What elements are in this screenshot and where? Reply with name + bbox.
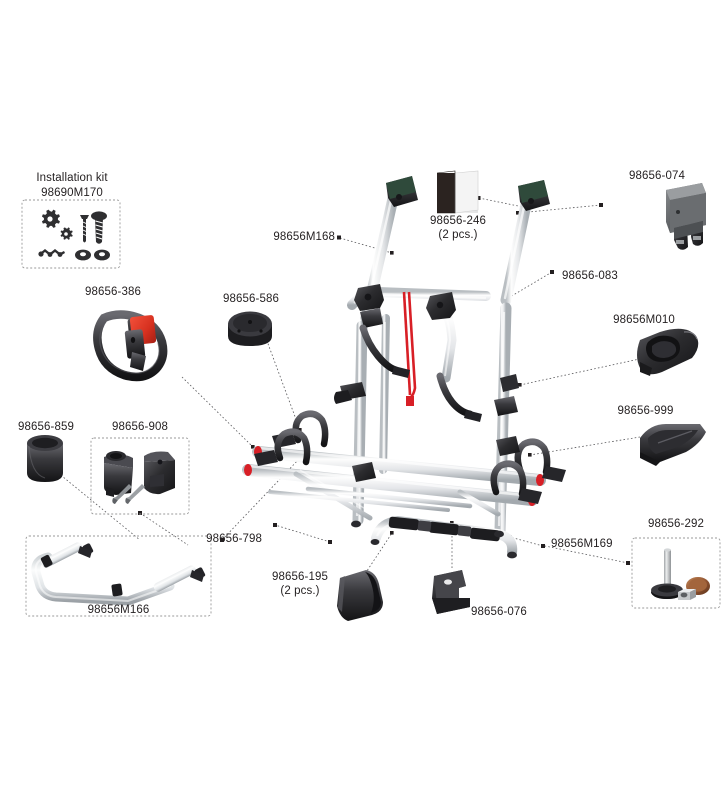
bike-rack-assembly — [242, 176, 566, 559]
label-98656-076: 98656-076 — [471, 606, 527, 618]
label-98656-798: 98656-798 — [206, 533, 262, 545]
part-98656-292-boltset — [651, 548, 710, 600]
label-98656-586: 98656-586 — [223, 293, 279, 305]
part-98656-586-knob — [228, 311, 272, 346]
label-98656-859: 98656-859 — [18, 421, 74, 433]
part-98656M010-clamp — [637, 328, 699, 376]
label-98656-083: 98656-083 — [562, 270, 618, 282]
label-98656-246: 98656-246 — [430, 215, 486, 227]
bike-hook-upper-left — [359, 324, 400, 374]
dashed-group-boxes — [21, 199, 721, 617]
part-98656M166-uframe — [31, 541, 206, 606]
wheel-holder-upper-right — [514, 438, 551, 476]
label-98656M010: 98656M010 — [613, 314, 675, 326]
box-292 — [631, 537, 721, 609]
label-98656-246-qty: (2 pcs.) — [438, 229, 478, 241]
label-98656-195: 98656-195 — [272, 571, 328, 583]
part-98656-074-bracket — [666, 183, 706, 250]
label-98656-292: 98656-292 — [648, 518, 704, 530]
label-98656-999: 98656-999 — [617, 405, 674, 417]
wheel-holder-upper-left — [292, 410, 329, 448]
label-98656-386: 98656-386 — [85, 286, 141, 298]
wheel-holder-lower-right — [490, 460, 527, 498]
label-98656-074: 98656-074 — [629, 170, 685, 182]
label-installation-kit-code: 98690M170 — [41, 187, 103, 199]
label-98656M168: 98656M168 — [273, 231, 335, 243]
wheel-holder-lower-left — [274, 428, 311, 466]
box-908 — [90, 437, 190, 515]
box-installation-kit — [21, 199, 121, 269]
label-98656M166: 98656M166 — [87, 604, 150, 616]
part-98656-246-pad — [436, 170, 479, 214]
part-98656-076-hookplate — [432, 570, 470, 614]
part-98656-908-hinges — [104, 451, 175, 504]
clamp-group-top — [354, 284, 456, 328]
bike-hook-upper-right — [436, 372, 474, 418]
installation-kit-icons — [38, 209, 110, 261]
lower-grip-bar — [371, 515, 518, 557]
box-M166 — [25, 535, 212, 617]
part-98656-386-strap — [93, 310, 168, 382]
label-98656M169: 98656M169 — [551, 538, 613, 550]
part-98656-195-cap — [337, 570, 383, 621]
part-98656-859-sleeve — [27, 435, 63, 482]
label-98656-195-qty: (2 pcs.) — [280, 585, 320, 597]
label-98656-908: 98656-908 — [112, 421, 168, 433]
label-installation-kit-title: Installation kit — [36, 172, 108, 184]
part-98656-999-cover — [640, 424, 706, 466]
